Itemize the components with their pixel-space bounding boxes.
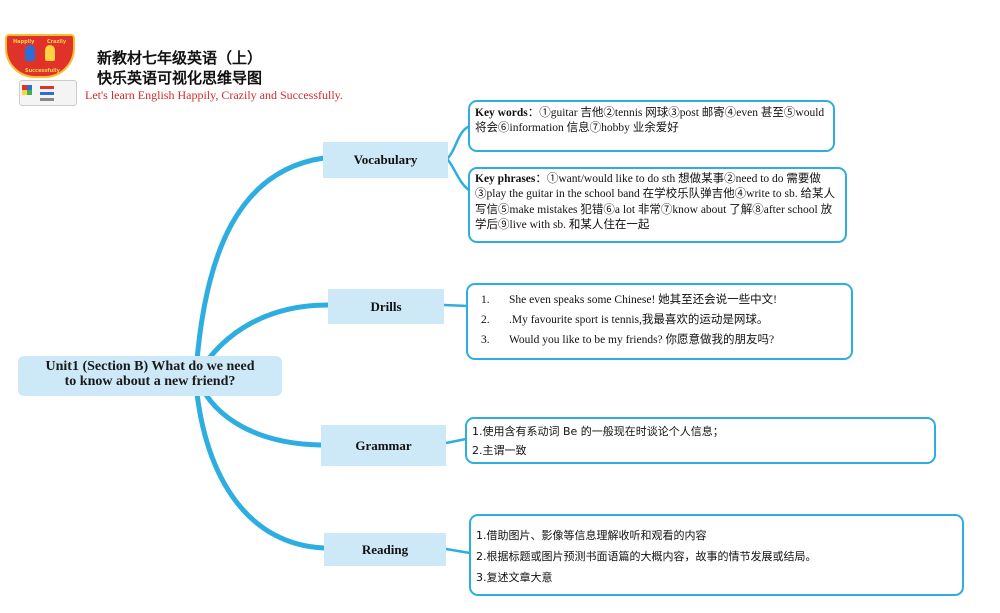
logo-kid-icon	[45, 45, 55, 61]
badge-bar	[40, 86, 54, 89]
branch-reading: Reading	[324, 533, 446, 566]
connector-reading	[193, 381, 327, 551]
branch-grammar: Grammar	[321, 425, 446, 466]
slogan: Let's learn English Happily, Crazily and…	[85, 88, 343, 102]
reading-item: 2.根据标题或图片预测书面语篇的大概内容，故事的情节发展或结局。	[476, 550, 817, 563]
key-phrases-text: ：①want/would like to do sth 想做某事②need to…	[475, 173, 835, 232]
key-phrases-label: Key phrases	[475, 173, 536, 185]
key-words-label: Key words	[475, 107, 528, 119]
reading-box: 1.借助图片、影像等信息理解收听和观看的内容 2.根据标题或图片预测书面语篇的大…	[469, 514, 964, 596]
drills-list: 1. She even speaks some Chinese! 她其至还会说一些…	[481, 293, 847, 348]
drill-sentence: She even speaks some Chinese! 她其至还会说一些中文…	[509, 294, 777, 306]
logo-text-successfully: Successfully	[25, 68, 60, 74]
branch-vocabulary: Vocabulary	[323, 142, 448, 178]
blocks-icon	[22, 85, 32, 95]
list-number: 3.	[481, 333, 490, 346]
key-phrases-box: Key phrases：①want/would like to do sth 想…	[468, 167, 847, 243]
connector-vocabulary	[193, 155, 327, 375]
reading-item: 3.复述文章大意	[476, 571, 553, 584]
key-words-box: Key words：①guitar 吉他②tennis 网球③post 邮寄④e…	[468, 100, 835, 152]
list-number: 2.	[481, 313, 490, 326]
central-topic: Unit1 (Section B) What do we need to kno…	[18, 356, 282, 396]
badge-bar	[40, 92, 54, 95]
central-topic-line2: to know about a new friend?	[64, 374, 236, 389]
brand-logo: Happily Crazily Successfully	[5, 34, 77, 106]
drill-sentence: Would you like to be my friends? 你愿意做我的朋…	[509, 333, 775, 346]
central-topic-line1: Unit1 (Section B) What do we need	[45, 359, 255, 374]
list-item: 1. She even speaks some Chinese! 她其至还会说一些…	[481, 293, 847, 308]
branch-drills: Drills	[328, 289, 444, 324]
key-words-text: ：①guitar 吉他②tennis 网球③post 邮寄④even 甚至⑤wo…	[475, 107, 825, 135]
page-title: 新教材七年级英语（上）	[97, 49, 263, 67]
connector-drills-box	[442, 303, 470, 308]
drills-box: 1. She even speaks some Chinese! 她其至还会说一些…	[466, 283, 853, 360]
logo-kid-icon	[25, 45, 35, 61]
logo-text-happily: Happily	[13, 39, 35, 45]
grammar-box: 1.使用含有系动词 Be 的一般现在时谈论个人信息； 2.主谓一致	[465, 417, 936, 464]
connector-keywords	[446, 124, 472, 160]
connector-reading-box	[444, 547, 472, 555]
grammar-item: 2.主谓一致	[472, 444, 527, 457]
grammar-item: 1.使用含有系动词 Be 的一般现在时谈论个人信息；	[472, 425, 724, 438]
logo-shield: Happily Crazily Successfully	[5, 34, 75, 78]
list-item: 3. Would you like to be my friends? 你愿意做我…	[481, 333, 847, 348]
drill-sentence: .My favourite sport is tennis,我最喜欢的运动是网球…	[509, 313, 769, 326]
logo-text-crazily: Crazily	[47, 39, 67, 45]
list-number: 1.	[481, 294, 490, 306]
logo-badge	[19, 80, 77, 106]
list-item: 2. .My favourite sport is tennis,我最喜欢的运动是…	[481, 313, 847, 328]
badge-bar	[40, 98, 54, 101]
reading-item: 1.借助图片、影像等信息理解收听和观看的内容	[476, 529, 707, 542]
connector-grammar-box	[444, 437, 468, 445]
page-subtitle: 快乐英语可视化思维导图	[97, 69, 263, 87]
